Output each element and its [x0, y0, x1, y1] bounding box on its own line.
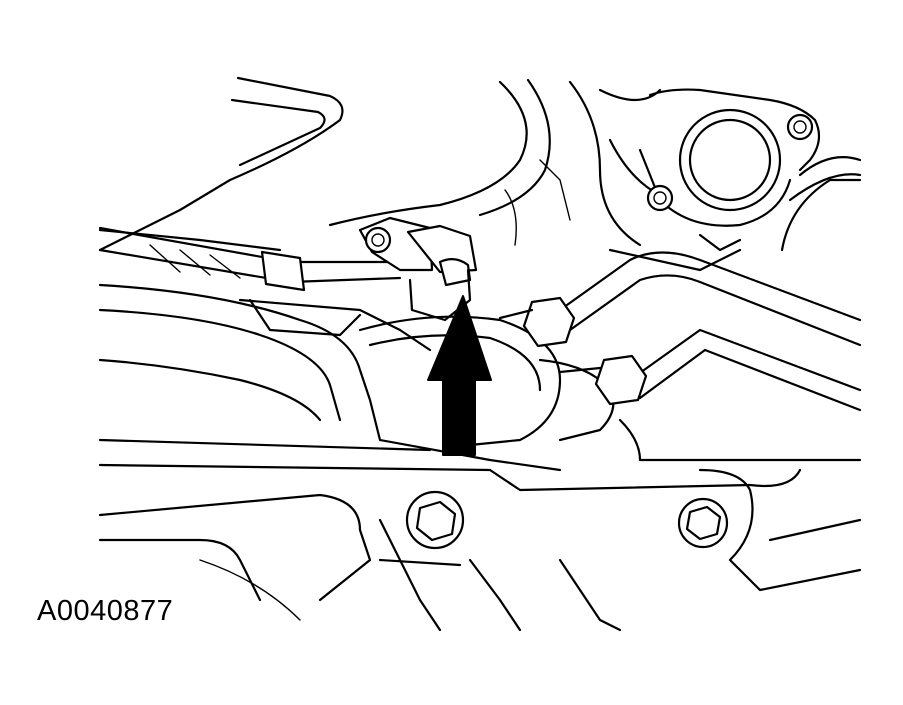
lower-frame	[608, 233, 862, 592]
upper-body-panel	[98, 76, 344, 252]
wiring-harness	[98, 226, 402, 292]
port-inner-ring	[688, 118, 772, 202]
up-arrow-icon	[427, 295, 492, 456]
frame-bolts	[405, 490, 729, 550]
port-bolt-hole-left	[646, 184, 674, 212]
sensor-connector	[358, 216, 478, 322]
port-bolt-hole-right	[786, 113, 814, 141]
lower-panel	[98, 493, 622, 632]
housing-port	[638, 88, 862, 252]
figure-reference-code: A0040877	[37, 595, 174, 627]
fluid-lines	[498, 251, 862, 412]
transmission-housing	[328, 78, 662, 247]
crossmember	[98, 283, 802, 492]
sensor-tip	[438, 258, 472, 287]
line-fitting-upper	[522, 296, 576, 348]
line-fitting-lower	[594, 354, 648, 406]
